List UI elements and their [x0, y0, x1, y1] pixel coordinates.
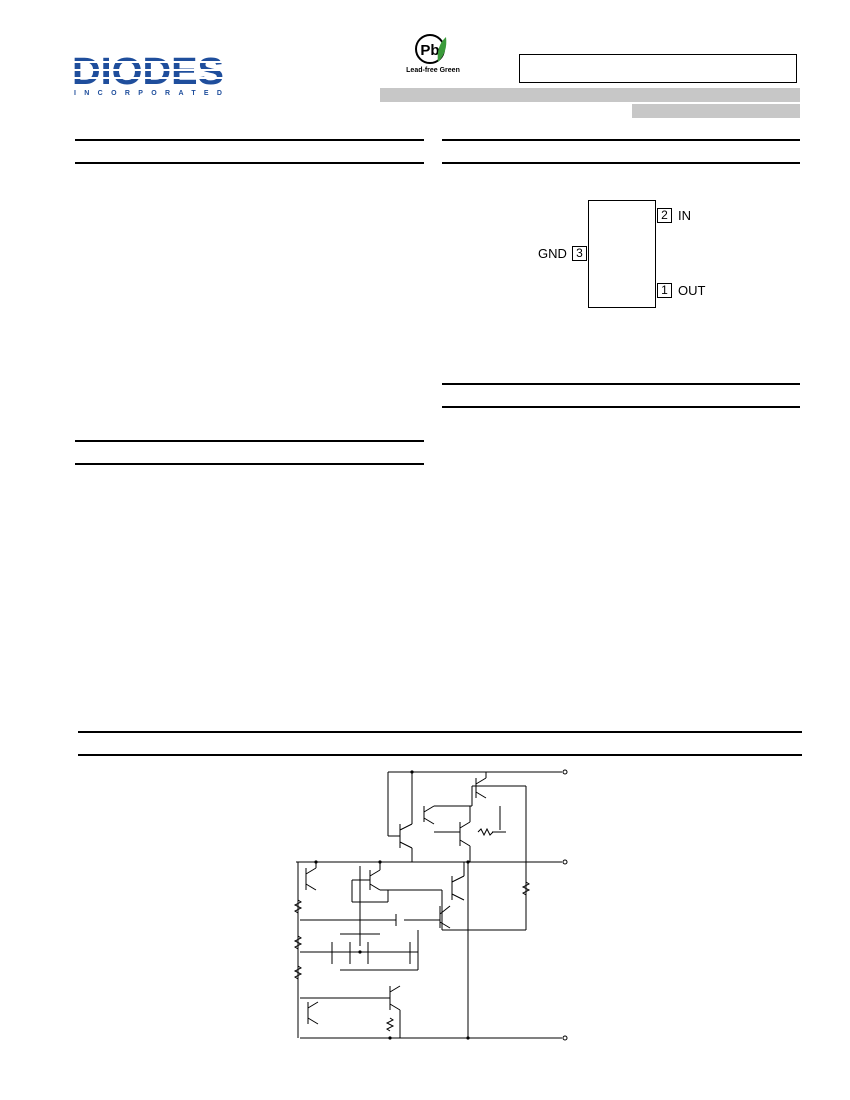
section-rule-top [78, 731, 802, 733]
header-grey-bar [380, 88, 800, 102]
diodes-logo-graphic: DIODES INCORPORATED [72, 51, 224, 97]
section-rule-bottom [78, 754, 802, 756]
pin-name-label: OUT [678, 283, 706, 298]
pin-name-label: IN [678, 208, 691, 223]
section-rule-bottom [75, 463, 424, 465]
pin-number-box: 2 [657, 208, 672, 223]
section-rule-bottom [75, 162, 424, 164]
lead-free-badge: Pb Lead-free Green [398, 32, 468, 82]
section-rule-top [442, 139, 800, 141]
ic-package-outline [588, 200, 656, 308]
badge-caption: Lead-free Green [406, 67, 460, 74]
logo-wordmark: DIODES [72, 52, 224, 93]
lead-free-icon: Pb [415, 34, 447, 64]
badge-symbol: Pb [420, 42, 439, 59]
header-grey-bar-short [632, 104, 800, 118]
pin-name-label: GND [538, 246, 567, 261]
section-rule-top [442, 383, 800, 385]
section-rule-top [75, 139, 424, 141]
pin-number-box: 3 [572, 246, 587, 261]
diodes-logo: DIODES INCORPORATED [72, 51, 232, 98]
section-rule-bottom [442, 162, 800, 164]
section-rule-top [75, 440, 424, 442]
section-rule-bottom [442, 406, 800, 408]
internal-schematic [293, 769, 568, 1041]
part-number-box [519, 54, 797, 83]
pin-number-box: 1 [657, 283, 672, 298]
